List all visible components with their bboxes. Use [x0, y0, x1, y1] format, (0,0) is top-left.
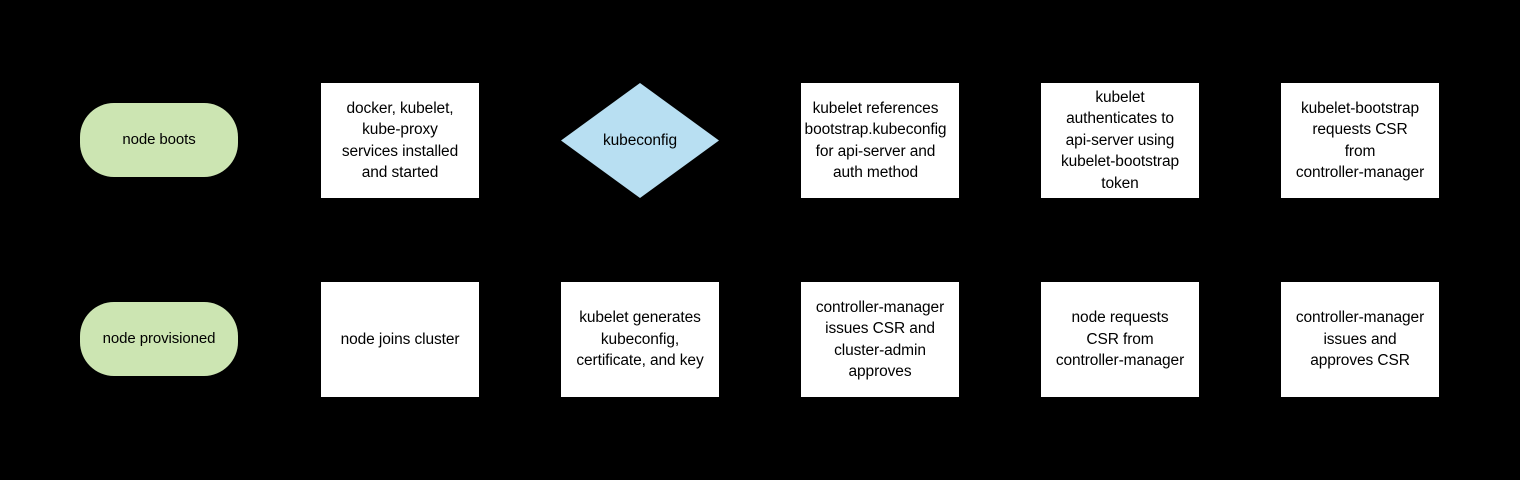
flow-node-label: kubeconfig [603, 131, 677, 149]
flow-node-node-boots[interactable]: node boots [80, 103, 238, 177]
flow-node-label: controller-manager issues CSR and cluste… [815, 298, 945, 381]
flow-node-kubeconfig[interactable]: kubeconfig [561, 83, 719, 198]
flow-node-kubelet-references[interactable]: kubelet references bootstrap.kubeconfig … [801, 83, 959, 198]
flow-node-node-provisioned[interactable]: node provisioned [80, 302, 238, 376]
flow-node-bootstrap-requests-csr[interactable]: kubelet-bootstrap requests CSR from cont… [1281, 83, 1439, 198]
flow-node-label: kubelet-bootstrap requests CSR from cont… [1295, 99, 1425, 182]
flow-node-label: node boots [122, 131, 196, 149]
flow-node-label: kubelet authenticates to api-server usin… [1060, 88, 1180, 192]
flow-node-label: controller-manager issues and approves C… [1295, 309, 1425, 370]
flow-node-node-joins-cluster[interactable]: node joins cluster [321, 282, 479, 397]
flow-node-label: node provisioned [102, 330, 216, 348]
flow-node-cm-issues-approves[interactable]: controller-manager issues and approves C… [1281, 282, 1439, 397]
flow-node-label: kubelet references bootstrap.kubeconfig … [804, 99, 947, 182]
flow-node-cm-issues-csr[interactable]: controller-manager issues CSR and cluste… [801, 282, 959, 397]
flow-node-label: kubelet generates kubeconfig, certificat… [576, 309, 704, 370]
flow-node-services-installed[interactable]: docker, kubelet, kube-proxy services ins… [321, 83, 479, 198]
flow-node-label: docker, kubelet, kube-proxy services ins… [341, 99, 459, 182]
flow-node-label: node requests CSR from controller-manage… [1055, 309, 1185, 370]
flow-node-kubelet-authenticates[interactable]: kubelet authenticates to api-server usin… [1041, 83, 1199, 198]
flow-node-kubelet-generates[interactable]: kubelet generates kubeconfig, certificat… [561, 282, 719, 397]
flow-node-node-requests-csr[interactable]: node requests CSR from controller-manage… [1041, 282, 1199, 397]
flow-node-label: node joins cluster [340, 330, 460, 348]
